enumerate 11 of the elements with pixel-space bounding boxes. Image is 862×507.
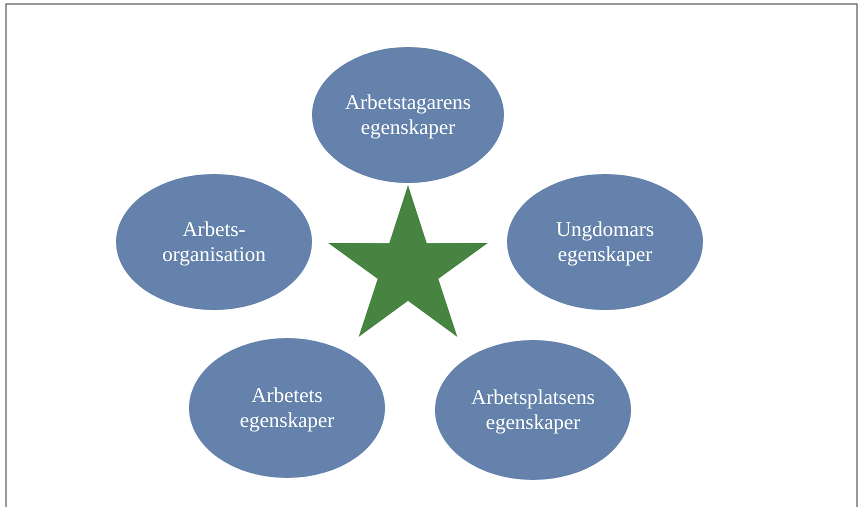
node-label: Arbetstagarens egenskaper — [344, 90, 472, 140]
ellipse-node — [435, 340, 631, 480]
ellipse-node — [507, 174, 703, 310]
node-label: Arbetets egenskaper — [238, 382, 336, 434]
ellipse-node — [189, 338, 385, 478]
node-label: Ungdomars egenskaper — [555, 216, 655, 268]
ellipse-node — [116, 174, 312, 310]
node-label: Arbetsplatsens egenskaper — [470, 384, 596, 436]
node-label: Arbets- organisation — [161, 216, 267, 268]
star-shape — [328, 185, 488, 337]
ellipse-node — [312, 47, 504, 183]
